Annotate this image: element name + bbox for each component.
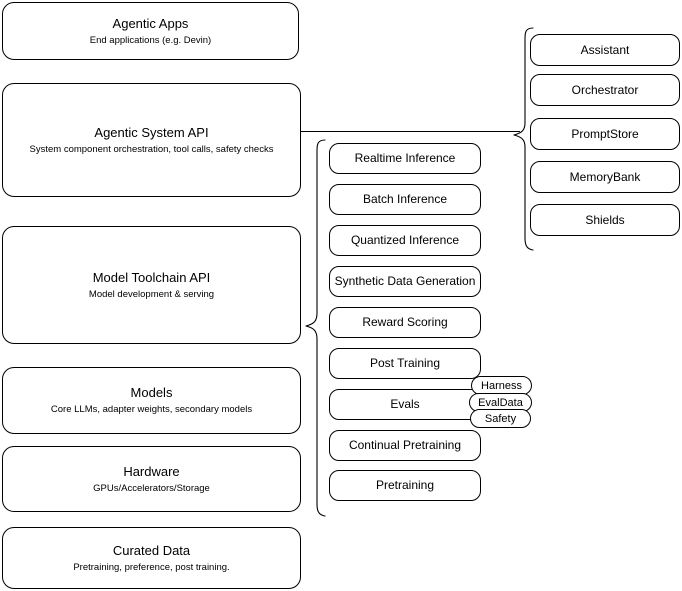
- brace-model-toolchain-capabilities: [305, 139, 326, 517]
- layer-title: Model Toolchain API: [92, 269, 211, 285]
- layer-subtitle: End applications (e.g. Devin): [89, 34, 212, 46]
- component-label: Shields: [585, 212, 625, 227]
- component-memorybank[interactable]: MemoryBank: [530, 161, 680, 193]
- capability-synthetic-data-generation[interactable]: Synthetic Data Generation: [329, 266, 481, 297]
- capability-pretraining[interactable]: Pretraining: [329, 470, 481, 501]
- capability-label: Batch Inference: [362, 192, 448, 206]
- capability-evals[interactable]: Evals: [329, 389, 481, 420]
- evals-tag-label: Harness: [481, 379, 522, 392]
- component-label: PromptStore: [571, 126, 639, 141]
- capability-batch-inference[interactable]: Batch Inference: [329, 184, 481, 215]
- layer-title: Agentic Apps: [112, 15, 189, 31]
- component-orchestrator[interactable]: Orchestrator: [530, 74, 680, 106]
- connector-agentic-system-to-components: [300, 130, 520, 133]
- layer-subtitle: Pretraining, preference, post training.: [73, 561, 230, 573]
- layer-agentic-apps[interactable]: Agentic Apps End applications (e.g. Devi…: [2, 2, 299, 60]
- capability-realtime-inference[interactable]: Realtime Inference: [329, 143, 481, 174]
- component-shields[interactable]: Shields: [530, 204, 680, 236]
- layer-title: Hardware: [123, 463, 180, 479]
- capability-post-training[interactable]: Post Training: [329, 348, 481, 379]
- component-label: Assistant: [580, 42, 630, 57]
- capability-label: Continual Pretraining: [348, 438, 462, 452]
- layer-title: Models: [130, 385, 173, 400]
- brace-agentic-system-components: [513, 27, 534, 251]
- layer-title: Curated Data: [112, 542, 191, 558]
- component-promptstore[interactable]: PromptStore: [530, 118, 680, 150]
- layer-curated-data[interactable]: Curated Data Pretraining, preference, po…: [2, 527, 301, 589]
- capability-label: Reward Scoring: [362, 315, 448, 329]
- capability-label: Quantized Inference: [350, 233, 460, 247]
- evals-tag-harness[interactable]: Harness: [471, 376, 532, 395]
- layer-subtitle: Core LLMs, adapter weights, secondary mo…: [50, 404, 253, 415]
- evals-tag-label: Safety: [484, 412, 517, 425]
- layer-subtitle: GPUs/Accelerators/Storage: [93, 482, 210, 494]
- layer-agentic-system-api[interactable]: Agentic System API System component orch…: [2, 83, 301, 197]
- layer-title: Agentic System API: [94, 124, 209, 140]
- capability-label: Evals: [390, 397, 420, 411]
- capability-label: Pretraining: [375, 478, 435, 492]
- component-assistant[interactable]: Assistant: [530, 34, 680, 66]
- evals-tag-evaldata[interactable]: EvalData: [469, 393, 532, 412]
- layer-model-toolchain-api[interactable]: Model Toolchain API Model development & …: [2, 226, 301, 344]
- layer-hardware[interactable]: Hardware GPUs/Accelerators/Storage: [2, 446, 301, 512]
- component-label: MemoryBank: [569, 169, 641, 184]
- layer-models[interactable]: Models Core LLMs, adapter weights, secon…: [2, 367, 301, 434]
- capability-quantized-inference[interactable]: Quantized Inference: [329, 225, 481, 256]
- capability-label: Post Training: [369, 356, 441, 370]
- capability-label: Synthetic Data Generation: [334, 274, 476, 288]
- capability-continual-pretraining[interactable]: Continual Pretraining: [329, 430, 481, 461]
- layer-subtitle: System component orchestration, tool cal…: [29, 143, 274, 155]
- layer-subtitle: Model development & serving: [88, 288, 215, 300]
- component-label: Orchestrator: [571, 82, 639, 97]
- evals-tag-safety[interactable]: Safety: [470, 409, 531, 428]
- capability-label: Realtime Inference: [354, 151, 456, 165]
- evals-tag-label: EvalData: [478, 396, 523, 409]
- capability-reward-scoring[interactable]: Reward Scoring: [329, 307, 481, 338]
